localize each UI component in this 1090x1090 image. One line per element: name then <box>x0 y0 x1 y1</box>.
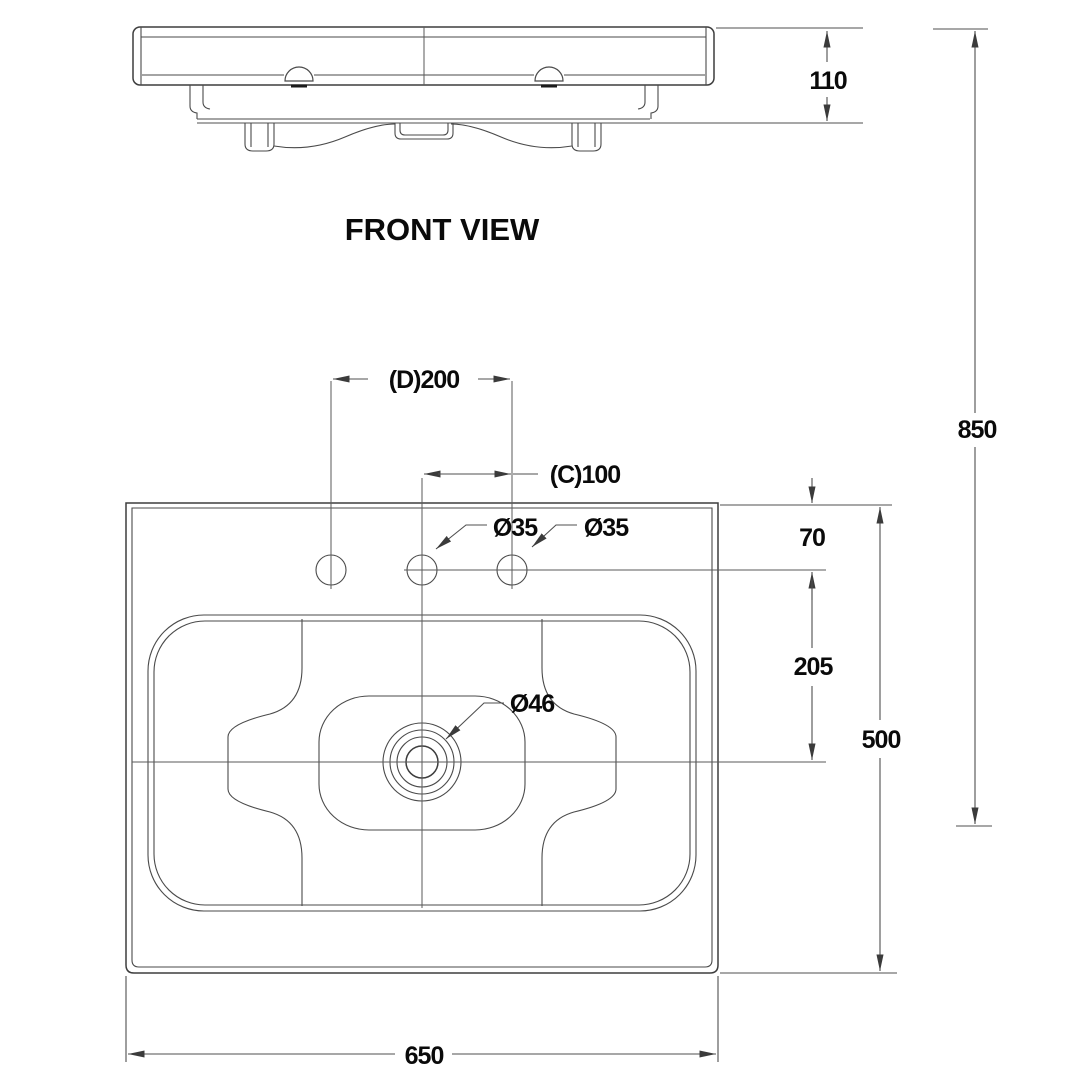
foot-left <box>244 123 275 152</box>
basin-outer-outline <box>125 502 719 974</box>
underside-curve-right <box>450 123 573 149</box>
dimension-205: 205 <box>794 580 834 760</box>
drain-tab-outline <box>394 123 454 140</box>
plan-view: (D)200 (C)100 Ø35 Ø35 Ø46 70 <box>125 366 901 1070</box>
basin-outer-inner-line <box>131 507 713 968</box>
dimension-c100: (C)100 <box>424 461 621 489</box>
front-view-elevation: 110 850 FRONT VIEW <box>132 26 997 827</box>
hole-diameter-labels: Ø35 Ø35 <box>435 514 630 550</box>
dimension-850: 850 <box>933 28 997 827</box>
body-left-inner-edge <box>202 85 211 110</box>
dim-label-850: 850 <box>958 416 997 444</box>
body-left-edge <box>189 85 198 119</box>
dim-label-205: 205 <box>794 653 834 681</box>
leader-left <box>435 524 487 550</box>
dim-label-70: 70 <box>799 524 825 552</box>
bowl-ledge-right <box>541 619 617 906</box>
foot-right-inner <box>577 123 596 147</box>
dimension-110: 110 <box>716 27 863 121</box>
drain-tab-inner <box>399 123 449 136</box>
bowl-ledge-left <box>227 619 303 906</box>
body-right-edge <box>650 85 659 119</box>
dimension-70: 70 <box>799 478 826 600</box>
foot-left-inner <box>250 123 269 147</box>
body-right-inner-edge <box>637 85 646 110</box>
dim-label-dia35-right: Ø35 <box>584 514 629 542</box>
dim-label-500: 500 <box>862 726 901 754</box>
leader <box>445 702 504 740</box>
view-title: FRONT VIEW <box>345 212 540 247</box>
dim-label-dia35-left: Ø35 <box>493 514 538 542</box>
foot-right <box>571 123 602 152</box>
leader-right <box>531 524 577 548</box>
hanger-slot-left <box>284 66 314 82</box>
dimension-d200: (D)200 <box>333 366 510 394</box>
dim-label-c100: (C)100 <box>550 461 621 489</box>
underside-curve-left <box>273 123 396 149</box>
dim-label-dia46: Ø46 <box>510 690 554 718</box>
hanger-slot-right <box>534 66 564 82</box>
dim-label-d200: (D)200 <box>389 366 460 394</box>
dimension-650: 650 <box>125 976 719 1070</box>
dim-label-110: 110 <box>809 67 846 95</box>
drain-diameter-label: Ø46 <box>445 690 555 740</box>
dimension-500: 500 <box>862 507 901 971</box>
dim-label-650: 650 <box>405 1042 444 1070</box>
